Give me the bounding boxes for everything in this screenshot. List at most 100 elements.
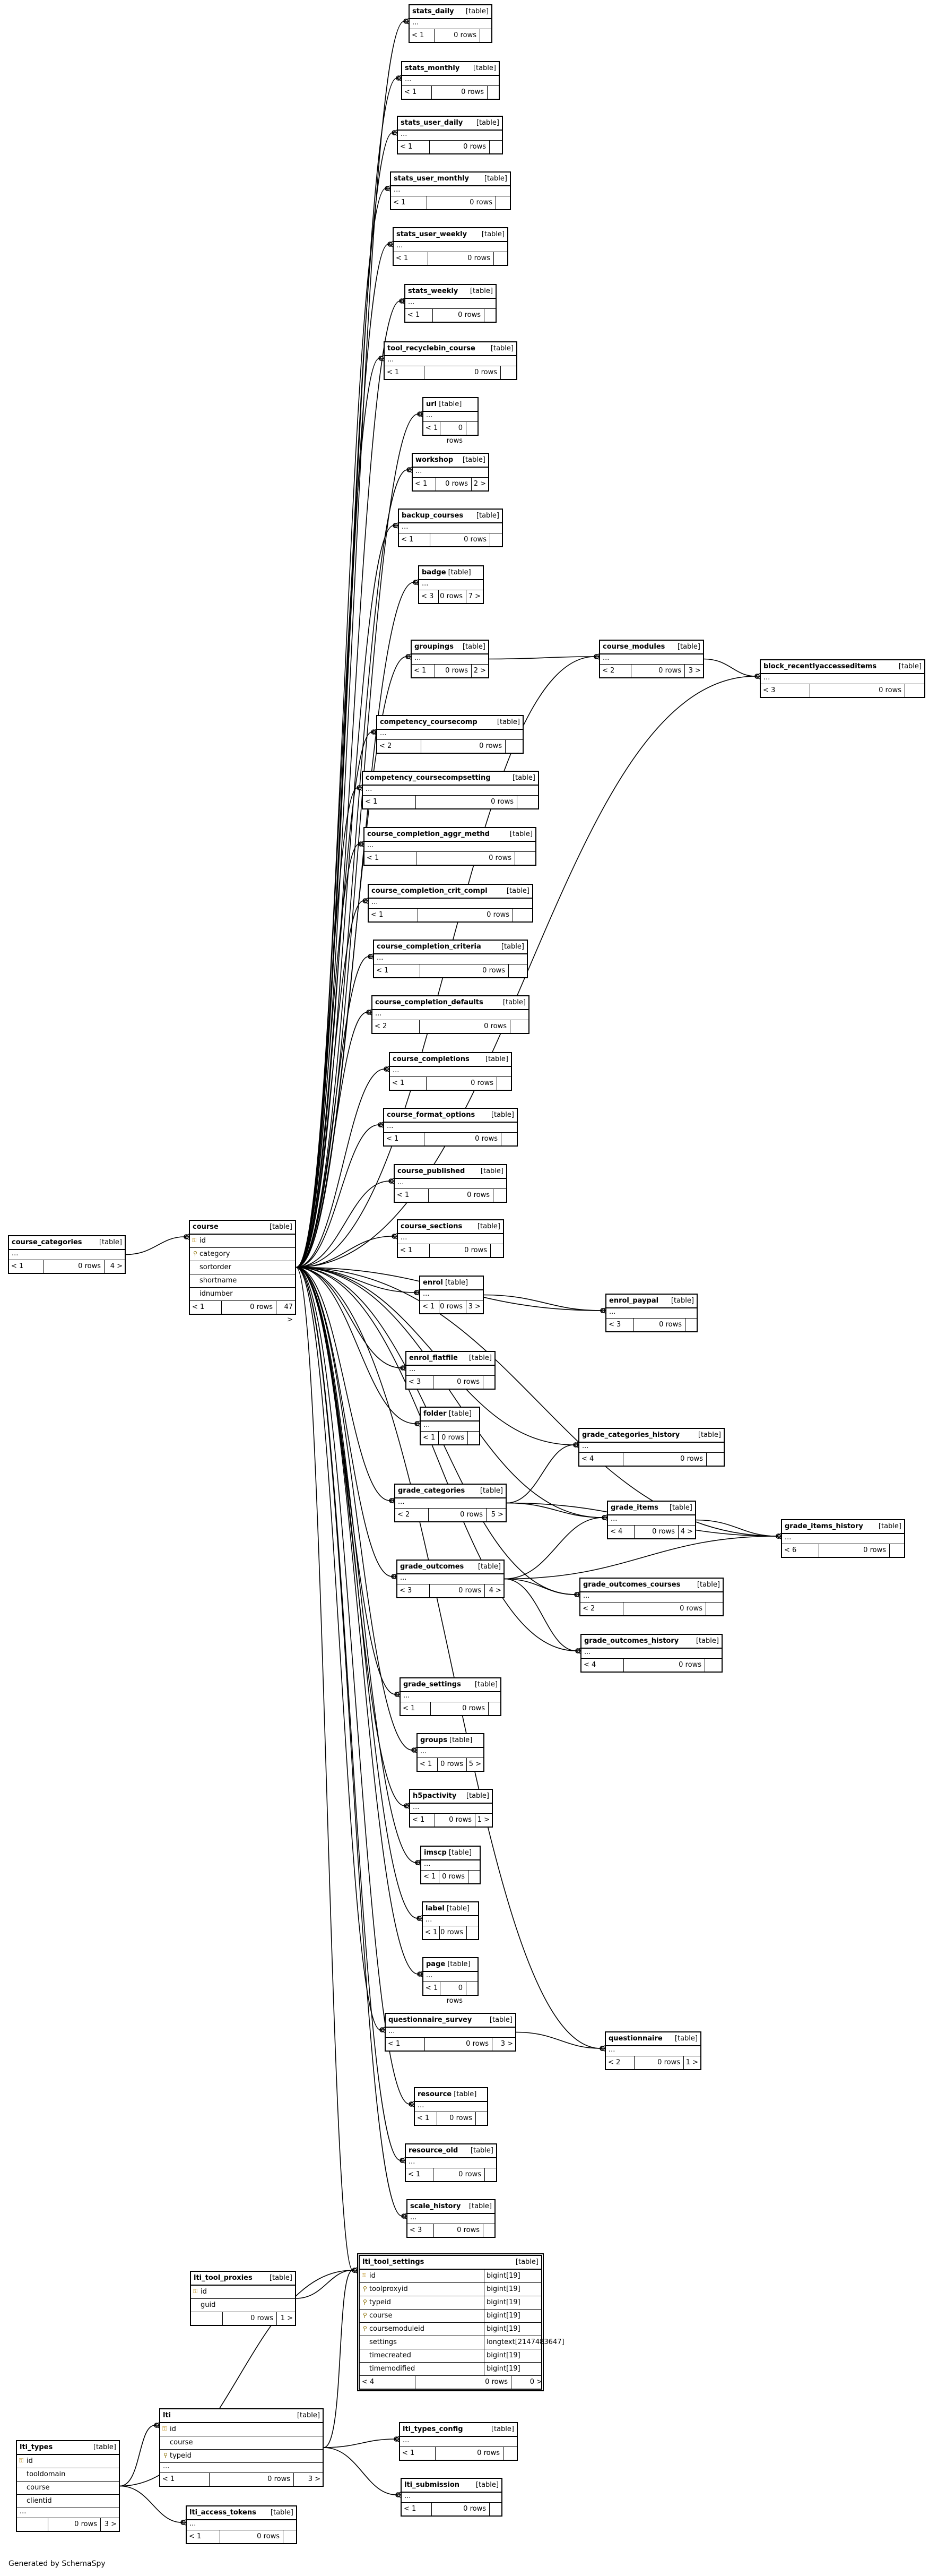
children-count[interactable]: 3 > [466,1300,483,1313]
parents-count[interactable]: < 1 [423,1434,436,1442]
children-count[interactable] [484,2168,496,2181]
table-name[interactable]: competency_coursecomp [380,718,477,726]
parents-count[interactable]: < 1 [162,2475,175,2483]
table-name[interactable]: page [426,1960,446,1968]
table-name[interactable]: lti_types [20,2443,53,2451]
parents-count[interactable]: < 1 [404,2505,416,2513]
parents-count[interactable]: < 1 [388,2040,401,2048]
table-name[interactable]: grade_settings [403,1681,461,1688]
table-name[interactable]: course_sections [401,1222,463,1230]
table-name[interactable]: label [426,1905,445,1912]
table-name[interactable]: course_completions [393,1055,470,1063]
parents-count[interactable]: < 1 [426,424,438,432]
parents-count[interactable]: < 1 [402,2449,415,2457]
children-count[interactable] [496,196,510,209]
table-name[interactable]: stats_user_monthly [394,175,470,183]
table-name[interactable]: grade_outcomes_history [584,1637,679,1645]
table-name[interactable]: questionnaire [609,2035,663,2043]
parents-count[interactable]: < 2 [602,667,615,675]
table-name[interactable]: block_recentlyaccesseditems [763,662,877,670]
parents-count[interactable]: < 4 [610,1528,623,1536]
parents-count[interactable]: < 1 [407,311,420,319]
table-competency-coursecompsetting[interactable]: competency_coursecompsetting [table]...<… [362,771,539,809]
table-block-recentlyaccesseditems[interactable]: block_recentlyaccesseditems [table]...< … [760,659,925,698]
parents-count[interactable]: < 1 [422,1303,435,1311]
parents-count[interactable]: < 2 [375,1022,387,1030]
children-count[interactable]: 1 > [475,1814,492,1827]
children-count[interactable] [467,1432,479,1444]
table-name[interactable]: groups [420,1736,447,1744]
table-name[interactable]: stats_user_weekly [396,230,467,238]
parents-count[interactable]: < 4 [362,2378,375,2386]
table-name[interactable]: stats_daily [412,7,454,15]
children-count[interactable]: 0 > [511,2376,544,2389]
children-count[interactable]: 4 > [104,1260,125,1273]
children-count[interactable] [489,2503,501,2515]
table-name[interactable]: backup_courses [402,512,464,520]
table-name[interactable]: resource_old [409,2147,458,2155]
parents-count[interactable]: < 1 [400,1246,413,1254]
table-name[interactable]: grade_categories [398,1487,465,1495]
parents-count[interactable]: < 1 [412,31,424,39]
parents-count[interactable]: < 3 [410,2226,422,2234]
children-count[interactable] [500,366,516,379]
children-count[interactable]: 4 > [484,1584,503,1597]
parents-count[interactable]: < 1 [397,1191,410,1199]
parents-count[interactable]: < 4 [581,1455,594,1463]
table-name[interactable]: scale_history [410,2202,461,2210]
table-name[interactable]: lti [163,2411,171,2419]
table-name[interactable]: resource [418,2090,452,2098]
parents-count[interactable]: < 1 [386,1135,399,1143]
children-count[interactable] [513,909,532,921]
parents-count[interactable]: < 3 [763,686,776,694]
parents-count[interactable]: < 1 [393,199,406,206]
table-name[interactable]: grade_outcomes_courses [583,1581,681,1589]
table-name[interactable]: grade_categories_history [582,1431,680,1439]
parents-count[interactable]: < 6 [784,1546,797,1554]
parents-count[interactable]: < 1 [392,1079,405,1087]
table-course-completion-crit-compl[interactable]: course_completion_crit_compl [table]...<… [368,884,533,923]
parents-count[interactable]: < 1 [425,1928,438,1936]
parents-count[interactable]: < 1 [400,143,413,151]
parents-count[interactable] [193,2312,222,2325]
children-count[interactable]: 47 > [276,1301,295,1324]
table-name[interactable]: lti_tool_proxies [194,2274,253,2282]
children-count[interactable] [480,29,491,42]
children-count[interactable] [283,2530,296,2543]
children-count[interactable] [517,796,538,808]
children-count[interactable]: 2 > [471,665,488,677]
children-count[interactable] [505,740,523,753]
table-name[interactable]: grade_items_history [785,1522,863,1530]
children-count[interactable]: 5 > [486,1509,506,1521]
table-name[interactable]: imscp [424,1849,447,1857]
table-name[interactable]: lti_tool_settings [362,2258,424,2266]
children-count[interactable] [493,252,507,265]
children-count[interactable] [489,141,502,153]
table-name[interactable]: course_categories [12,1238,82,1246]
table-name[interactable]: course_published [397,1167,465,1175]
parents-count[interactable]: < 1 [426,1984,438,1992]
parents-count[interactable]: < 1 [376,967,389,975]
children-count[interactable]: 3 > [492,2038,515,2051]
table-name[interactable]: tool_recyclebin_course [387,344,475,352]
parents-count[interactable]: < 1 [396,254,409,262]
children-count[interactable] [685,1319,697,1331]
table-name[interactable]: url [426,400,437,408]
